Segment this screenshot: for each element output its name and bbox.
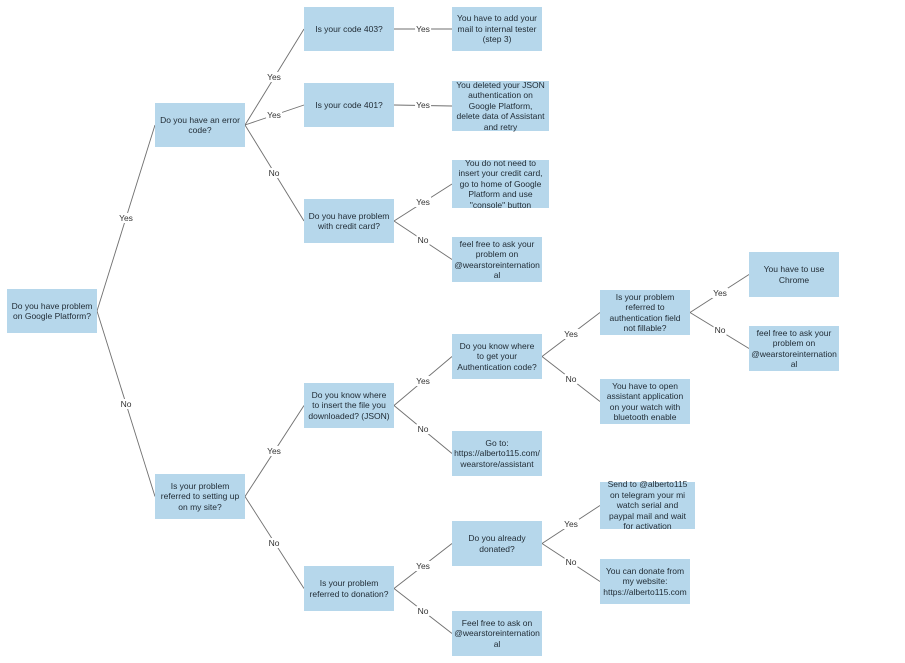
node-open-app: You have to open assistant application o… bbox=[600, 379, 690, 424]
node-code401-answer: You deleted your JSON authentication on … bbox=[452, 80, 549, 132]
node-use-chrome: You have to use Chrome bbox=[749, 252, 839, 297]
edge-label-error-yes-401: Yes bbox=[266, 110, 282, 120]
edge-label-donated-no: No bbox=[564, 557, 578, 567]
node-credit-no: feel free to ask your problem on @wearst… bbox=[452, 237, 542, 282]
node-auth-field-no: feel free to ask your problem on @wearst… bbox=[749, 326, 839, 371]
edge-label-insert-no: No bbox=[416, 424, 430, 434]
edge-label-donated-yes: Yes bbox=[563, 519, 579, 529]
node-credit-yes: You do not need to insert your credit ca… bbox=[452, 158, 549, 210]
node-credit-card: Do you have problem with credit card? bbox=[304, 199, 394, 243]
edge-label-setting-yes: Yes bbox=[266, 446, 282, 456]
node-auth-code: Do you know where to get your Authentica… bbox=[452, 334, 542, 379]
edge-label-auth-field-no: No bbox=[713, 325, 727, 335]
node-error-code: Do you have an error code? bbox=[155, 103, 245, 147]
node-insert-file: Do you know where to insert the file you… bbox=[304, 383, 394, 428]
node-already-donated: Do you already donated? bbox=[452, 521, 542, 566]
edge-label-error-yes-403: Yes bbox=[266, 72, 282, 82]
edge-label-auth-code-no: No bbox=[564, 374, 578, 384]
edge-label-donation-yes: Yes bbox=[415, 561, 431, 571]
node-donation-no: Feel free to ask on @wearstoreinternatio… bbox=[452, 611, 542, 656]
node-donation: Is your problem referred to donation? bbox=[304, 566, 394, 611]
node-code401: Is your code 401? bbox=[304, 83, 394, 127]
edge-label-donation-no: No bbox=[416, 606, 430, 616]
edge-label-setting-no: No bbox=[267, 538, 281, 548]
edge-label-auth-code-yes: Yes bbox=[563, 329, 579, 339]
node-code403: Is your code 403? bbox=[304, 7, 394, 51]
edge-label-code403-yes: Yes bbox=[415, 24, 431, 34]
node-send-telegram: Send to @alberto115 on telegram your mi … bbox=[600, 479, 695, 531]
node-root: Do you have problem on Google Platform? bbox=[7, 289, 97, 333]
edge-label-insert-yes: Yes bbox=[415, 376, 431, 386]
node-goto-url: Go to: https://alberto115.com/ wearstore… bbox=[452, 431, 542, 476]
node-setting-up: Is your problem referred to setting up o… bbox=[155, 474, 245, 519]
edge-label-code401-yes: Yes bbox=[415, 100, 431, 110]
edge-label-root-yes: Yes bbox=[118, 213, 134, 223]
node-code403-answer: You have to add your mail to internal te… bbox=[452, 7, 542, 51]
edge-label-error-no: No bbox=[267, 168, 281, 178]
edge-label-root-no: No bbox=[119, 399, 133, 409]
edge-label-auth-field-yes: Yes bbox=[712, 288, 728, 298]
node-auth-field: Is your problem referred to authenticati… bbox=[600, 290, 690, 335]
node-can-donate: You can donate from my website: https://… bbox=[600, 559, 690, 604]
edge-label-credit-yes: Yes bbox=[415, 197, 431, 207]
edge-label-credit-no: No bbox=[416, 235, 430, 245]
